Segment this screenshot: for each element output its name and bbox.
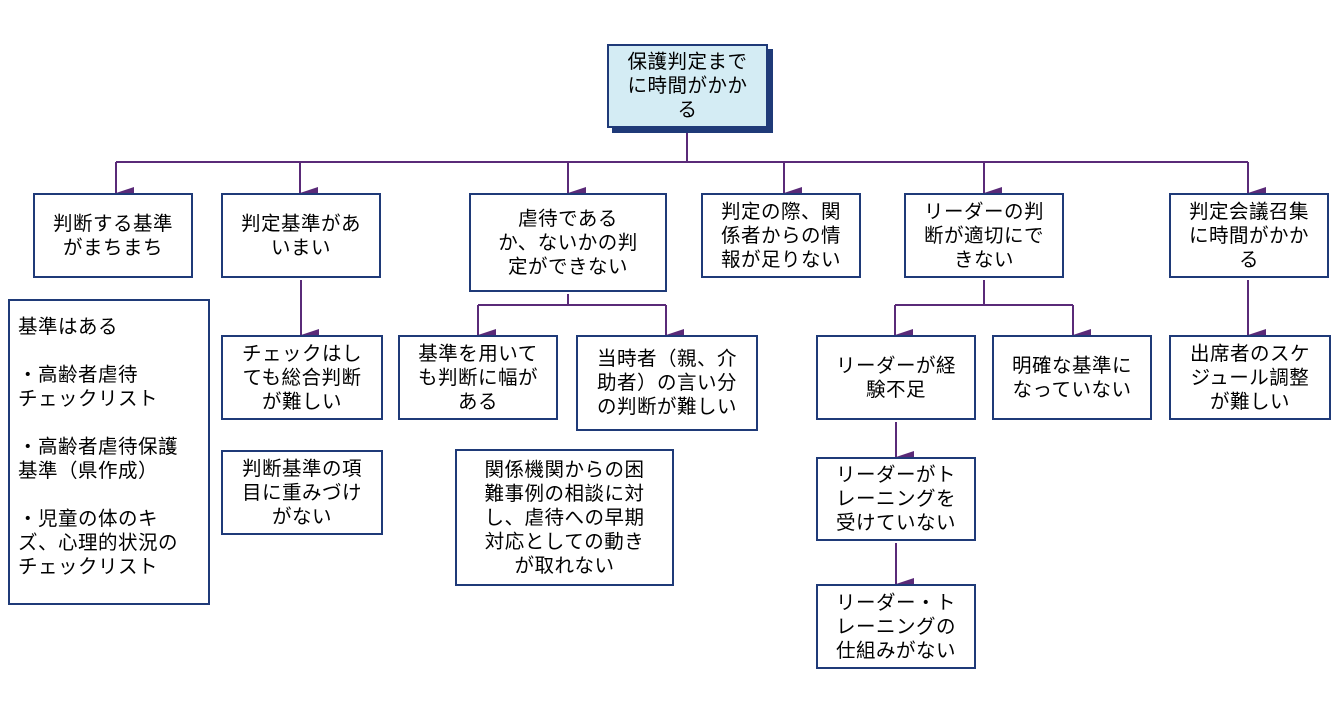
no-weighting-text: 判断基準の項 目に重みづけ がない (241, 456, 362, 528)
agency-consult-text: 関係機関からの困 難事例の相談に対 し、虐待への早期 対応としての動き が取れな… (484, 457, 645, 577)
criteria-vary-text: 判断する基準 がまちまち (52, 211, 173, 259)
root-problem-box: 保護判定まで に時間がかか る (607, 44, 768, 128)
criteria-unclear-box: 明確な基準に なっていない (992, 335, 1152, 420)
party-claims-box: 当時者（親、介 助者）の言い分 の判断が難しい (576, 335, 758, 431)
party-claims-text: 当時者（親、介 助者）の言い分 の判断が難しい (596, 347, 737, 418)
criteria-ambiguous-text: 判定基準があ いまい (240, 211, 361, 259)
leader-inexperienced-box: リーダーが経 験不足 (816, 335, 976, 420)
leader-inexperienced-text: リーダーが経 験不足 (835, 353, 956, 401)
abuse-undetermined-text: 虐待である か、ないかの判 定ができない (498, 206, 638, 278)
meeting-time-text: 判定会議召集 に時間がかか る (1188, 199, 1309, 271)
leader-no-training-box: リーダーがト レーニングを 受けていない (816, 457, 976, 541)
no-weighting-box: 判断基準の項 目に重みづけ がない (221, 450, 383, 535)
leader-judgment-box: リーダーの判 断が適切にで きない (904, 193, 1064, 278)
abuse-undetermined-box: 虐待である か、ないかの判 定ができない (469, 193, 667, 292)
root-problem-text: 保護判定まで に時間がかか る (627, 50, 748, 121)
criteria-vary-box: 判断する基準 がまちまち (33, 193, 193, 278)
criteria-wide-box: 基準を用いて も判断に幅が ある (398, 335, 558, 420)
criteria-ambiguous-box: 判定基準があ いまい (221, 193, 381, 278)
leader-judgment-text: リーダーの判 断が適切にで きない (923, 199, 1044, 271)
info-shortage-text: 判定の際、関 係者からの情 報が足りない (720, 199, 841, 271)
criteria-exist-box: 基準はある ・高齢者虐待 チェックリスト ・高齢者虐待保護 基準（県作成） ・児… (8, 299, 210, 605)
no-training-system-box: リーダー・ト レーニングの 仕組みがない (816, 584, 976, 669)
checklist-hard-text: チェックはし ても総合判断 が難しい (241, 341, 362, 413)
checklist-hard-box: チェックはし ても総合判断 が難しい (221, 335, 383, 420)
criteria-unclear-text: 明確な基準に なっていない (1011, 353, 1132, 401)
criteria-wide-text: 基準を用いて も判断に幅が ある (417, 341, 538, 413)
agency-consult-box: 関係機関からの困 難事例の相談に対 し、虐待への早期 対応としての動き が取れな… (455, 449, 674, 586)
leader-no-training-text: リーダーがト レーニングを 受けていない (835, 463, 956, 534)
schedule-hard-box: 出席者のスケ ジュール調整 が難しい (1169, 335, 1331, 420)
criteria-exist-text: 基準はある ・高齢者虐待 チェックリスト ・高齢者虐待保護 基準（県作成） ・児… (18, 315, 179, 578)
schedule-hard-text: 出席者のスケ ジュール調整 が難しい (1189, 341, 1310, 413)
meeting-time-box: 判定会議召集 に時間がかか る (1169, 193, 1329, 278)
info-shortage-box: 判定の際、関 係者からの情 報が足りない (701, 193, 861, 278)
no-training-system-text: リーダー・ト レーニングの 仕組みがない (835, 590, 956, 662)
